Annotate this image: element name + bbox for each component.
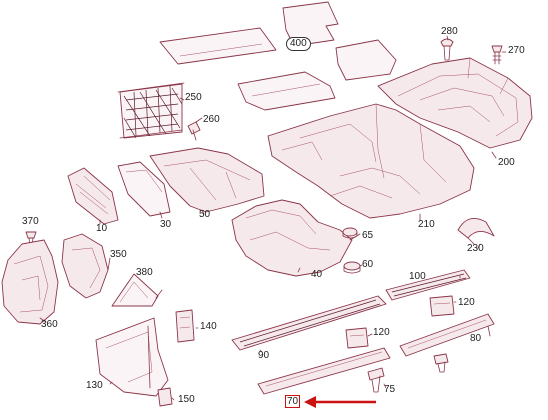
callout-70-highlighted[interactable]: 70 [285, 395, 301, 408]
leader-lines [39, 35, 507, 401]
sill-trim-90[interactable] [231, 295, 387, 351]
callout-370[interactable]: 370 [22, 216, 39, 227]
highlight-arrow [304, 396, 376, 408]
callout-230[interactable]: 230 [467, 243, 484, 254]
callout-380[interactable]: 380 [136, 267, 153, 278]
push-clip-280[interactable] [440, 38, 454, 61]
side-panel-360[interactable] [1, 239, 59, 325]
rear-bulkhead-panel[interactable] [67, 167, 119, 225]
callout-350[interactable]: 350 [110, 249, 127, 260]
push-clip-270[interactable] [491, 45, 503, 65]
wheel-arch-trim[interactable] [231, 199, 353, 277]
callout-210[interactable]: 210 [418, 219, 435, 230]
rear-floor-panel[interactable] [377, 57, 533, 149]
floor-trim-130[interactable] [95, 317, 169, 397]
sill-trim-70[interactable] [257, 347, 391, 395]
callout-60[interactable]: 60 [362, 259, 374, 270]
clip-260[interactable] [187, 121, 201, 141]
block-140[interactable] [175, 309, 195, 343]
clip-small[interactable] [433, 353, 449, 373]
clip-65[interactable] [342, 227, 358, 239]
callout-250[interactable]: 250 [185, 92, 202, 103]
clip-75[interactable] [367, 367, 385, 393]
clip-150[interactable] [157, 387, 173, 407]
callout-140[interactable]: 140 [200, 321, 217, 332]
callout-130[interactable]: 130 [86, 380, 103, 391]
callout-10[interactable]: 10 [96, 223, 108, 234]
callout-400[interactable]: 400 [286, 37, 311, 51]
trunk-side-panel[interactable] [149, 147, 265, 213]
nut-60[interactable] [343, 261, 361, 274]
callout-150[interactable]: 150 [178, 394, 195, 405]
callout-30[interactable]: 30 [160, 219, 172, 230]
callout-280[interactable]: 280 [441, 26, 458, 37]
callout-270[interactable]: 270 [508, 45, 525, 56]
floor-mats[interactable] [159, 1, 397, 111]
side-panel-350[interactable] [61, 233, 109, 299]
bracket-120-lower[interactable] [345, 327, 369, 349]
callout-65[interactable]: 65 [362, 230, 374, 241]
callout-120-lower[interactable]: 120 [373, 327, 390, 338]
side-trim-panel[interactable] [117, 161, 171, 217]
sill-trim-80[interactable] [399, 313, 495, 357]
bracket-230[interactable] [457, 217, 495, 245]
callout-40[interactable]: 40 [311, 269, 323, 280]
main-floor-carpet[interactable] [267, 103, 475, 219]
bracket-120-upper[interactable] [429, 295, 455, 317]
callout-100[interactable]: 100 [409, 271, 426, 282]
callout-80[interactable]: 80 [470, 333, 482, 344]
callout-360[interactable]: 360 [41, 319, 58, 330]
cargo-net[interactable] [117, 82, 185, 139]
callout-75[interactable]: 75 [384, 384, 396, 395]
callout-50[interactable]: 50 [199, 209, 211, 220]
callout-260[interactable]: 260 [203, 114, 220, 125]
sill-trim-100[interactable] [385, 269, 471, 301]
callout-120-upper[interactable]: 120 [458, 297, 475, 308]
callout-90[interactable]: 90 [258, 350, 270, 361]
callout-200[interactable]: 200 [498, 157, 515, 168]
